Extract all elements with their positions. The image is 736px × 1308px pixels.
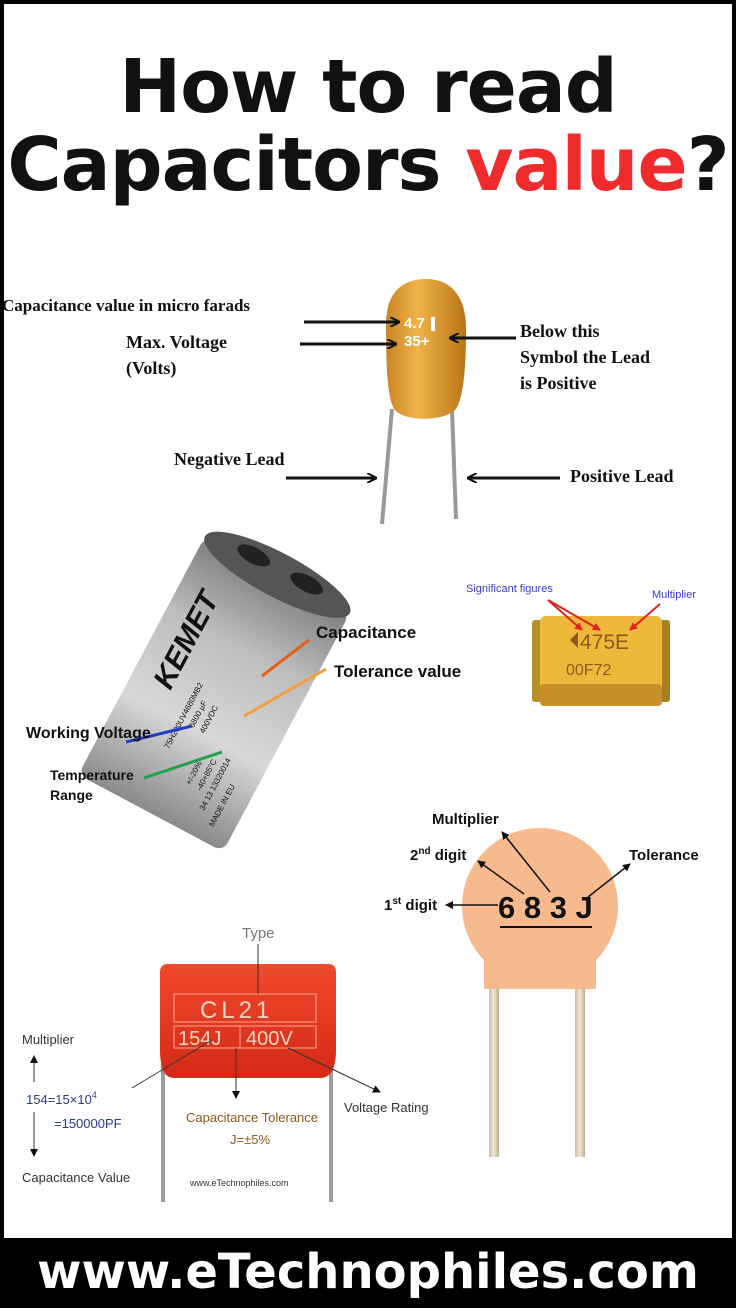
ceramic-disc [462,828,618,984]
smd-label-significant: Significant figures [466,583,553,595]
smd-marking-bottom: 00F72 [566,662,611,679]
ceramic-arrow-tolerance [587,863,631,898]
film-formula-2: =150000PF [54,1116,122,1131]
ceramic-label-tolerance: Tolerance [629,847,699,864]
smd-capacitor: 475E 00F72 Significant figures Multiplie… [466,583,696,706]
title-accent-word: value [465,122,687,208]
content-panel: How to read Capacitors value? [4,4,732,1238]
ceramic-lead-left [489,979,499,1157]
title-prefix: Capacitors [7,122,466,208]
film-arrow-voltage [287,1047,381,1093]
ceramic-label-multiplier: Multiplier [432,811,499,828]
tantalum-marking-bottom: 35+ [404,333,430,350]
kemet-leader-tolerance [243,667,327,718]
kemet-body [81,539,347,849]
kemet-terminal-2 [290,572,324,595]
kemet-leader-capacitance [261,638,310,678]
tantalum-label-negative-lead: Negative Lead [174,449,284,469]
film-label-capacitance-value: Capacitance Value [22,1170,130,1185]
ceramic-label-2nd: 2nd digit [410,846,466,864]
tantalum-positive-lead [450,408,458,520]
smd-arrow-multiplier [629,603,661,631]
smd-body-base [540,684,662,706]
kemet-capacitor: KEMET 75H200UV4680MB2 6800 µF 400VDC +/-… [26,531,461,849]
tantalum-label-positive-2: Symbol the Lead [520,347,650,367]
film-formula-1: 154=15×104 [26,1090,97,1107]
tantalum-body [386,279,466,419]
title-line-1: How to read [119,44,617,130]
film-code-bottom-box [173,1025,317,1049]
ceramic-capacitor: 6 8 3 J Multiplier 2nd digit 1st digit T… [384,811,699,1157]
kemet-label-tolerance: Tolerance value [334,662,461,681]
ceramic-arrow-2nd [477,860,525,895]
title-suffix: ? [686,122,730,208]
ceramic-code: 6 8 3 J [498,890,593,925]
tantalum-label-positive-1: Below this [520,321,600,341]
smd-marking-top: 475E [580,631,629,654]
kemet-label-temperature-2: Range [50,787,93,803]
tantalum-capacitor: 4.7 35+ Capacitance value in micro farad… [4,279,674,525]
tantalum-label-positive-lead: Positive Lead [570,466,674,486]
smd-label-multiplier: Multiplier [652,589,696,601]
footer-bar: www.eTechnophiles.com [0,1238,736,1308]
ceramic-arrow-multiplier [501,831,551,893]
film-leader-multiplier [131,1039,213,1089]
diagram-illustrations: 4.7 35+ Capacitance value in micro farad… [4,279,699,1202]
film-code-top-box [173,993,317,1023]
film-watermark: www.eTechnophiles.com [189,1178,289,1188]
kemet-label-working-voltage: Working Voltage [26,725,151,742]
tantalum-label-voltage-2: (Volts) [126,358,176,379]
ceramic-lead-right [575,979,585,1157]
footer-url[interactable]: www.eTechnophiles.com [37,1244,699,1300]
film-label-tolerance-2: J=±5% [230,1132,270,1147]
smd-arrow-sig-2 [547,599,601,631]
film-capacitor: CL21 154J 400V Type Multiplier 154=15×10… [22,925,429,1202]
tantalum-label-capacitance: Capacitance value in micro farads [4,296,250,315]
film-label-voltage-rating: Voltage Rating [344,1100,429,1115]
tantalum-label-positive-3: is Positive [520,373,597,393]
tantalum-marking-top: 4.7 [404,315,425,332]
film-code-bottom-right: 400V [246,1028,293,1050]
smd-arrow-sig-1 [547,599,583,631]
film-code-bottom-left: 154J [178,1028,221,1050]
kemet-leader-working-voltage [125,724,193,744]
film-label-multiplier: Multiplier [22,1032,75,1047]
title-line-2: Capacitors value? [4,128,732,202]
tantalum-polarity-bar [431,317,435,331]
film-label-tolerance-1: Capacitance Tolerance [186,1110,318,1125]
kemet-label-temperature-1: Temperature [50,767,134,783]
kemet-label-capacitance: Capacitance [316,623,416,642]
smd-body [540,616,662,706]
ceramic-label-1st: 1st digit [384,896,437,914]
smd-polarity-triangle [570,632,578,648]
tantalum-negative-lead [380,408,394,525]
kemet-terminal-1 [237,544,271,567]
film-code-top: CL21 [200,997,273,1024]
tantalum-label-voltage-1: Max. Voltage [126,332,227,352]
film-label-type: Type [242,925,275,942]
kemet-leader-temperature [143,750,223,780]
